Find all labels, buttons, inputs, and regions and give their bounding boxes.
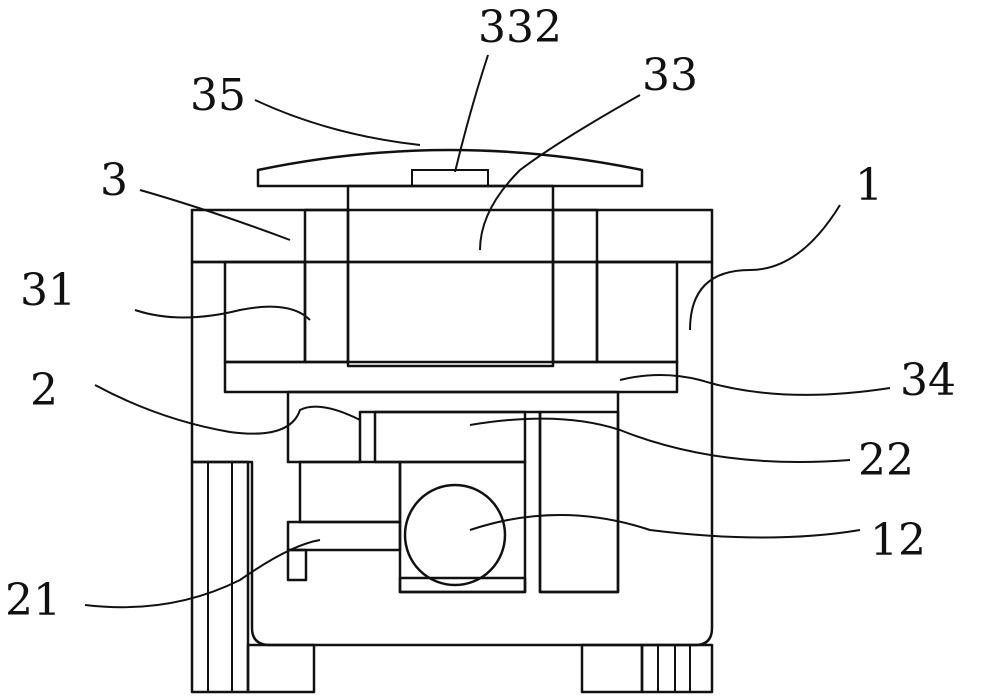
ball-seat (398, 576, 527, 594)
label-2: 2 (30, 365, 58, 416)
ball-chamber (398, 460, 527, 594)
left-rail (190, 460, 250, 694)
cover-part (190, 208, 714, 264)
label-3: 3 (100, 155, 128, 206)
leader-1 (689, 204, 841, 331)
left-cavity (223, 260, 307, 364)
leader-22 (469, 417, 851, 463)
right-rail (640, 643, 714, 694)
housing-body (190, 260, 714, 647)
leader-33 (479, 94, 641, 251)
central-plunger (346, 184, 555, 368)
leader-21 (84, 539, 321, 609)
leader-31 (134, 305, 311, 321)
leader-332 (454, 54, 489, 173)
right-cavity (595, 260, 679, 364)
label-31: 31 (20, 265, 76, 316)
leader-12 (469, 514, 861, 539)
plunger-left-wall (303, 208, 350, 364)
label-33: 33 (642, 50, 698, 101)
button-notch (411, 169, 489, 187)
right-foot (580, 643, 644, 694)
label-34: 34 (900, 355, 956, 406)
right-slot (538, 410, 620, 594)
label-22: 22 (858, 435, 914, 486)
label-21: 21 (5, 575, 61, 626)
channel-21 (286, 520, 402, 552)
label-332: 332 (478, 2, 562, 53)
label-1: 1 (855, 160, 883, 211)
leader-35 (254, 99, 421, 146)
plunger-right-wall (551, 208, 599, 364)
lower-left-slot (286, 548, 308, 582)
left-foot (246, 643, 316, 694)
inner-chamber (286, 390, 620, 594)
left-subblock (298, 460, 402, 524)
button-top (256, 148, 644, 188)
ball-12 (403, 483, 507, 587)
leader-2 (94, 384, 361, 435)
label-35: 35 (190, 70, 246, 121)
label-12: 12 (870, 515, 926, 566)
leader-3 (139, 189, 291, 241)
upper-block (373, 410, 527, 464)
leader-34 (619, 374, 891, 396)
